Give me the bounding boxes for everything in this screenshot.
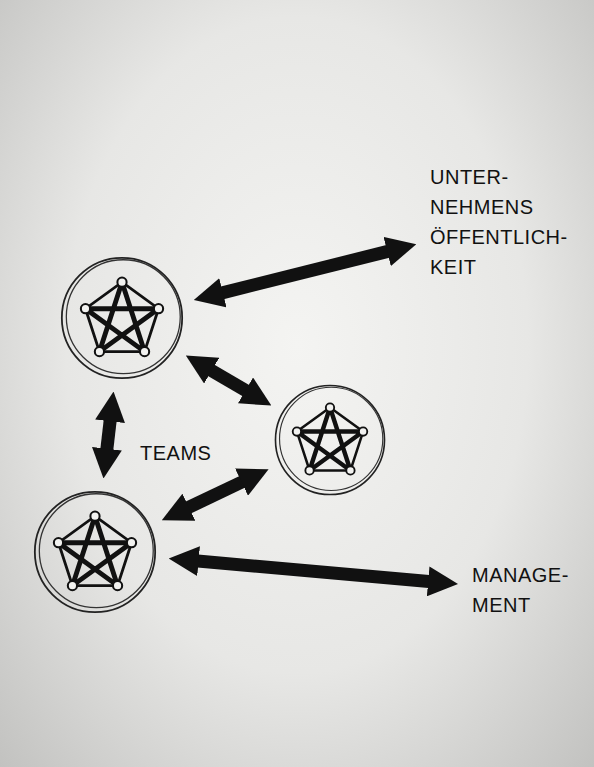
stakeholder-text: UNTER-NEHMENS ÖFFENTLICH-KEIT (430, 162, 580, 282)
team-member-dot (293, 427, 301, 435)
stakeholder-box: MANAGE-MENT (468, 556, 584, 624)
team-circle (31, 488, 159, 616)
team-member-dot (127, 538, 136, 547)
team-outline (275, 385, 384, 494)
team-member-dot (326, 403, 334, 411)
team-network-icon (272, 382, 388, 498)
team-member-dot (68, 581, 77, 590)
team-member-dot (140, 347, 149, 356)
network-pentagon (297, 408, 363, 471)
double-arrow (178, 477, 252, 512)
network-pentagon (85, 282, 158, 351)
team-network-icon (58, 254, 186, 382)
team-outline-sketch (66, 260, 180, 374)
double-arrow (187, 560, 440, 582)
team-outline-sketch (280, 387, 383, 490)
team-circle (58, 254, 186, 382)
team-member-dot (305, 466, 313, 474)
team-member-dot (81, 304, 90, 313)
team-member-dot (154, 304, 163, 313)
network-star (58, 516, 131, 585)
double-arrow (201, 365, 255, 397)
team-member-dot (113, 581, 122, 590)
team-outline (35, 492, 155, 612)
stakeholder-text: MANAGE-MENT (472, 560, 580, 620)
team-outline-sketch (39, 494, 153, 608)
group-label: TEAMS (140, 438, 211, 468)
network-star (85, 282, 158, 351)
team-member-dot (95, 347, 104, 356)
double-arrow (106, 409, 112, 460)
team-member-dot (54, 538, 63, 547)
team-member-dot (90, 512, 99, 521)
team-member-dot (117, 278, 126, 287)
team-member-dot (346, 466, 354, 474)
network-star (297, 408, 363, 471)
team-outline (62, 258, 182, 378)
label-holder: TEAMS (140, 438, 211, 468)
edge-group (106, 249, 441, 583)
team-member-dot (359, 427, 367, 435)
network-pentagon (58, 516, 131, 585)
team-network-icon (31, 488, 159, 616)
stakeholder-box: UNTER-NEHMENS ÖFFENTLICH-KEIT (426, 158, 584, 286)
double-arrow (211, 249, 399, 296)
team-circle (272, 382, 388, 498)
